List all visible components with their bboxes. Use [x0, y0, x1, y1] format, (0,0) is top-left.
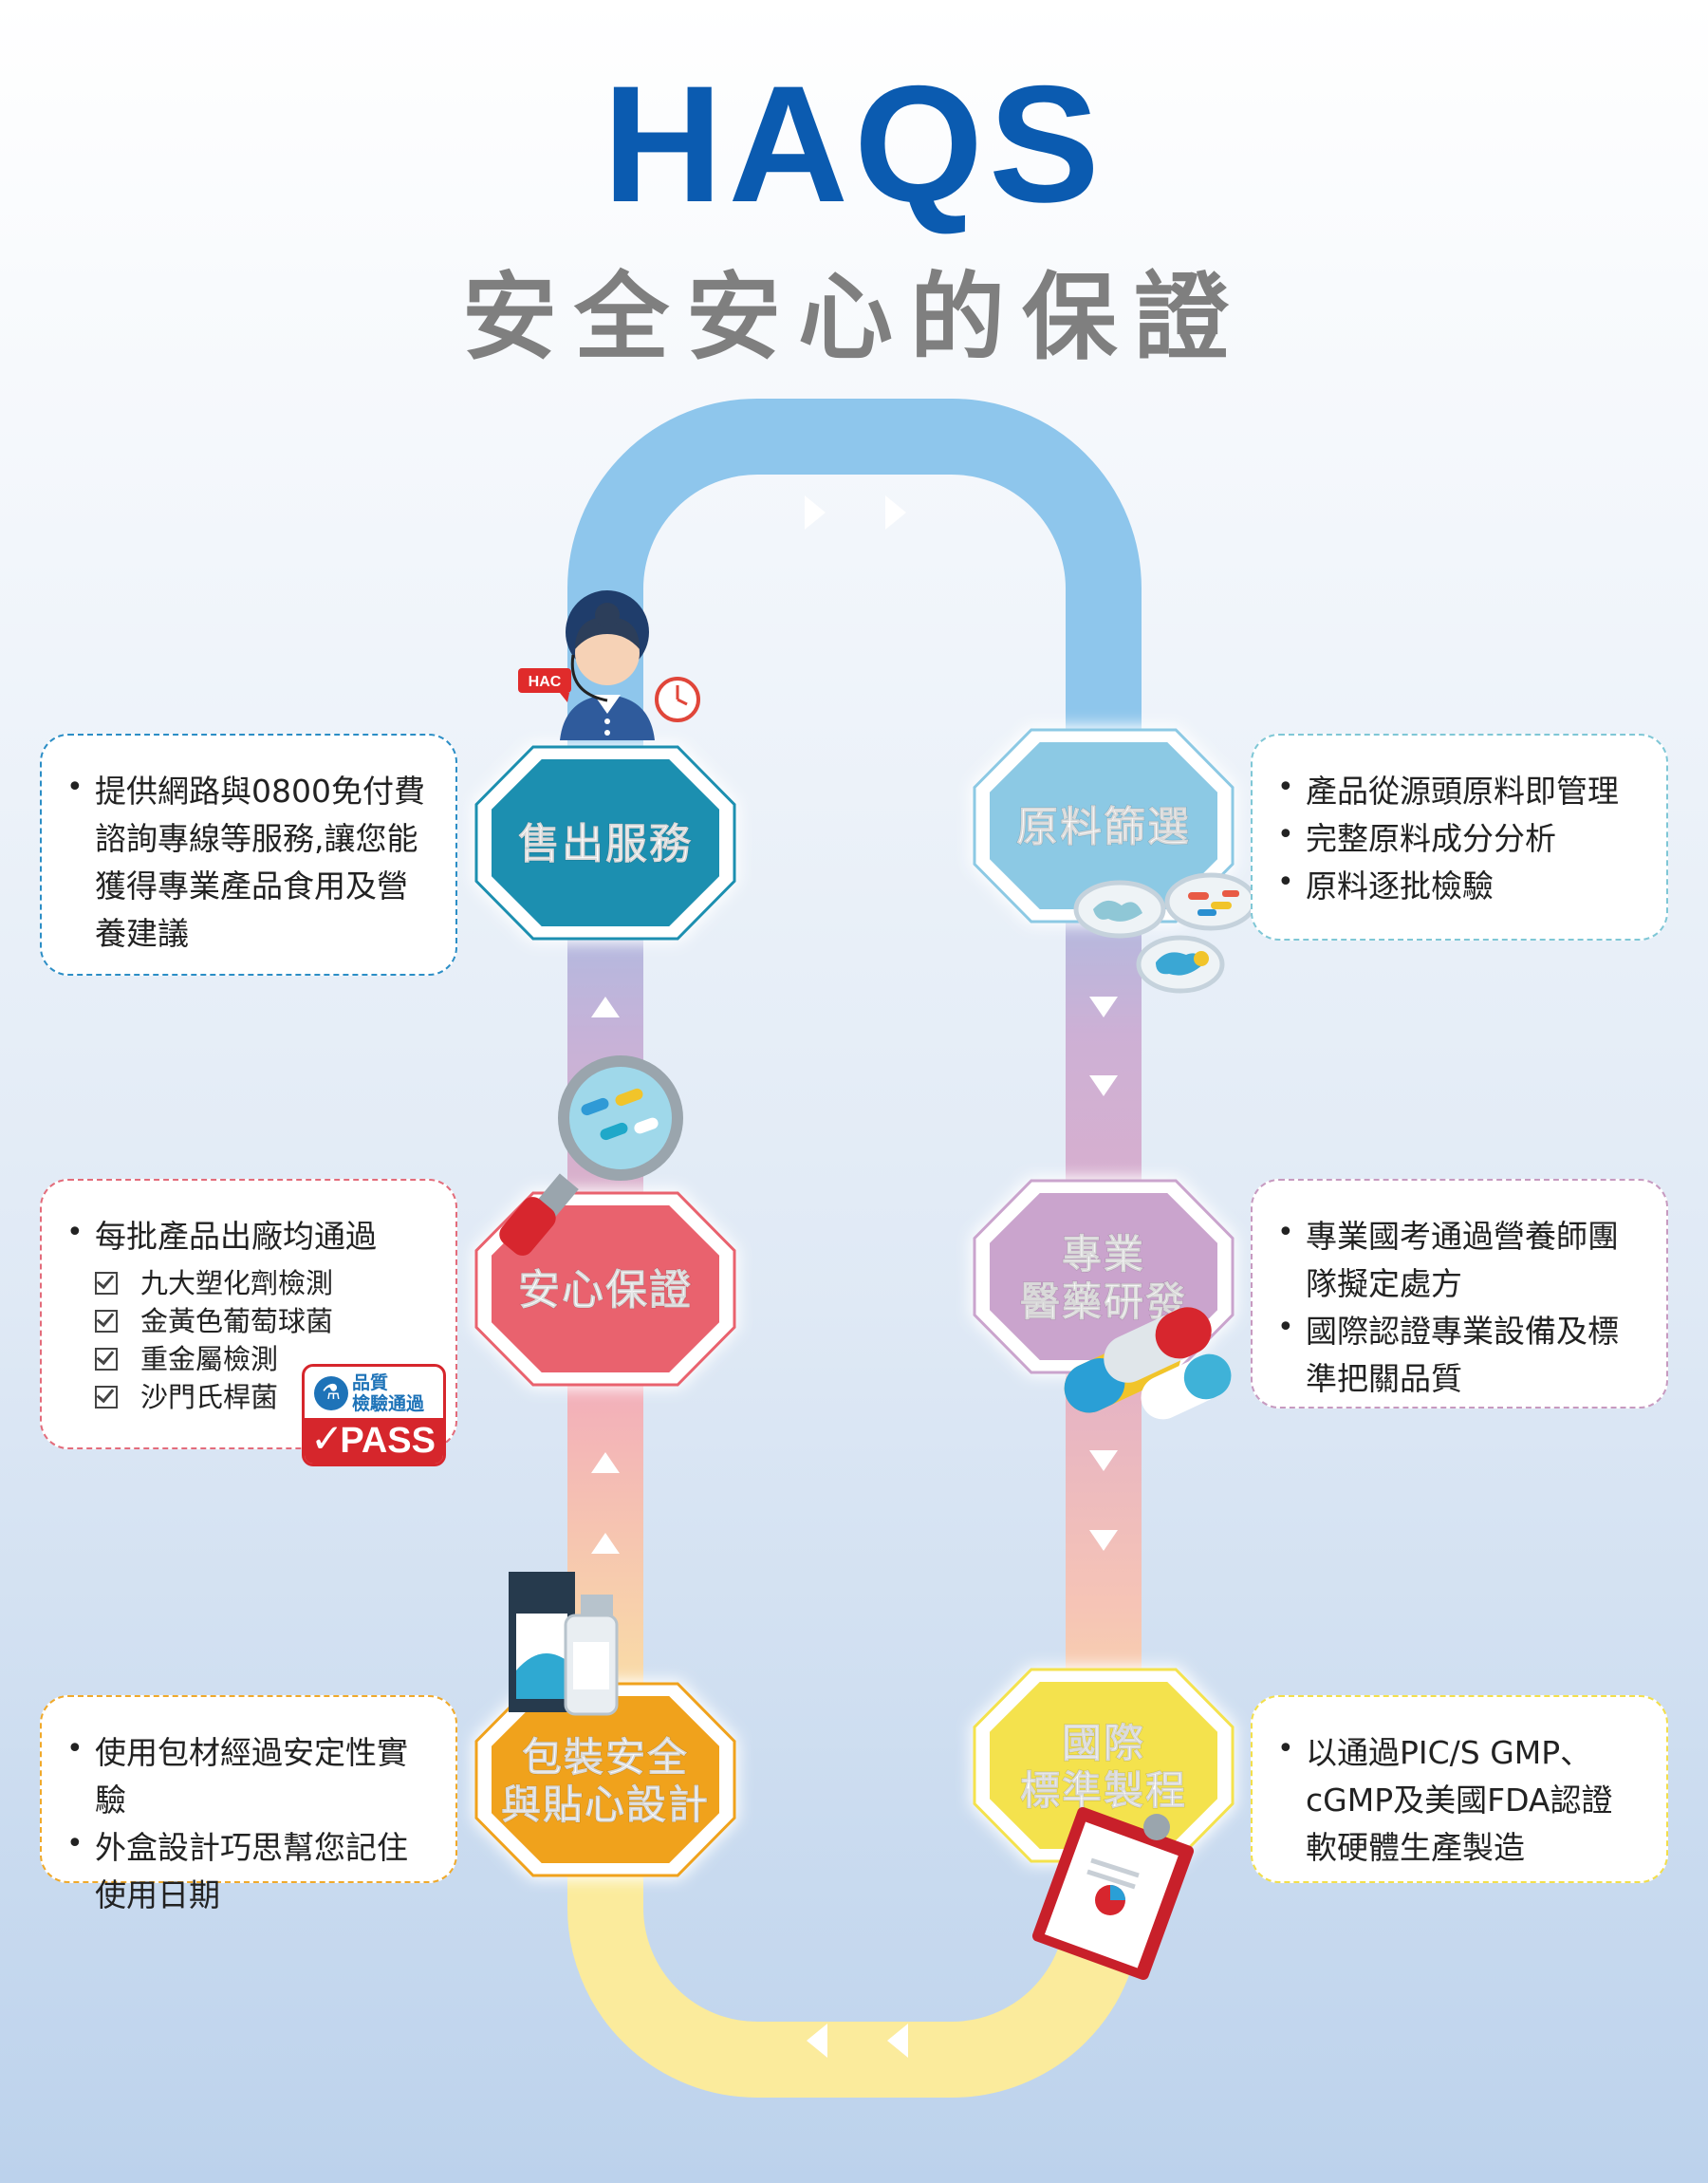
arrow-up-icon: [591, 1452, 620, 1473]
magnifier-icon: [499, 1055, 683, 1256]
clock-icon: [655, 677, 700, 722]
checkbox-checked-icon: [95, 1386, 118, 1409]
step-octagon: [990, 742, 1217, 909]
checklist: 九大塑化劑檢測 金黃色葡萄球菌 重金屬檢測 沙門氏桿菌: [80, 1264, 429, 1416]
bullet-list: 專業國考通過營養師團隊擬定處方國際認證專業設備及標準把關品質: [1277, 1209, 1640, 1403]
clipboard-report-icon: [1031, 1806, 1195, 1981]
bullet-list: 產品從源頭原料即管理完整原料成分分析原料逐批檢驗: [1277, 764, 1640, 910]
step-label: 安心保證: [518, 1266, 693, 1315]
checkbox-checked-icon: [95, 1348, 118, 1371]
bullet-item: 提供網路與0800免付費諮詢專線等服務,讓您能獲得專業產品食用及營養建議: [66, 764, 429, 958]
hac-bubble-text: HAC: [529, 674, 562, 690]
arrow-down-icon: [1089, 1530, 1118, 1551]
step-label: 與貼心設計: [501, 1782, 710, 1828]
hac-speech-bubble: [518, 668, 571, 702]
info-box-gmp: 以通過PIC/S GMP、cGMP及美國FDA認證軟硬體生產製造: [1251, 1695, 1668, 1883]
bullet-item: 產品從源頭原料即管理: [1277, 764, 1640, 815]
arrow-up-icon: [591, 1533, 620, 1554]
checkbox-checked-icon: [95, 1310, 118, 1333]
step-octagon: [492, 759, 719, 926]
step-octagon: [492, 1696, 719, 1863]
bullet-list: 以通過PIC/S GMP、cGMP及美國FDA認證軟硬體生產製造: [1277, 1726, 1640, 1872]
arrow-up-icon: [591, 997, 620, 1017]
customer-service-agent-icon: [560, 590, 655, 740]
bullet-list: 提供網路與0800免付費諮詢專線等服務,讓您能獲得專業產品食用及營養建議: [66, 764, 429, 958]
info-box-rd: 專業國考通過營養師團隊擬定處方國際認證專業設備及標準把關品質: [1251, 1179, 1668, 1409]
loop-top-arc: [567, 399, 1142, 759]
bullet-list: 每批產品出廠均通過: [66, 1209, 429, 1260]
pass-badge-line1: 品質: [352, 1372, 389, 1393]
step-label: 專業: [1062, 1231, 1145, 1278]
arrow-down-icon: [1089, 997, 1118, 1017]
step-label: 售出服務: [518, 820, 693, 868]
bullet-item: 國際認證專業設備及標準把關品質: [1277, 1304, 1640, 1403]
info-box-packaging: 使用包材經過安定性實驗外盒設計巧思幫您記住使用日期: [40, 1695, 457, 1913]
checklist-item: 沙門氏桿菌: [95, 1378, 429, 1416]
step-label: 標準製程: [1020, 1767, 1187, 1814]
bullet-item: 每批產品出廠均通過: [66, 1209, 429, 1260]
bullet-item: 完整原料成分分析: [1277, 812, 1640, 863]
bullet-item: 以通過PIC/S GMP、cGMP及美國FDA認證軟硬體生產製造: [1277, 1726, 1640, 1872]
bullet-item: 外盒設計巧思幫您記住使用日期: [66, 1820, 429, 1919]
step-octagon: [492, 1205, 719, 1372]
checklist-item: 九大塑化劑檢測: [95, 1264, 429, 1302]
arrow-right-icon: [885, 495, 906, 530]
step-label: 原料篩選: [1016, 803, 1191, 851]
quality-pass-badge: ⚗ 品質 檢驗通過 PASS ✓: [302, 1364, 446, 1466]
step-label: 醫藥研發: [1020, 1278, 1187, 1325]
arrow-left-icon: [887, 2024, 908, 2058]
info-box-raw-material: 產品從源頭原料即管理完整原料成分分析原料逐批檢驗: [1251, 734, 1668, 941]
arrow-right-icon: [805, 495, 826, 530]
arrow-down-icon: [1089, 1450, 1118, 1471]
process-step-raw: 原料篩選: [971, 726, 1236, 925]
page-subtitle: 安全安心的保證: [462, 262, 1246, 373]
step-octagon: [990, 1682, 1217, 1849]
checkbox-checked-icon: [95, 1272, 118, 1295]
pass-badge-word: PASS: [340, 1421, 436, 1461]
loop-bottom-arc: [567, 1879, 1142, 2098]
process-step-sales: 售出服務: [473, 743, 738, 942]
arrow-down-icon: [1089, 1075, 1118, 1096]
petri-dish-icon: [1073, 872, 1257, 994]
bullet-item: 原料逐批檢驗: [1277, 859, 1640, 910]
microscope-icon: ⚗: [314, 1376, 348, 1410]
step-label: 國際: [1062, 1720, 1145, 1766]
step-label: 包裝安全: [522, 1734, 689, 1781]
info-box-sales-service: 提供網路與0800免付費諮詢專線等服務,讓您能獲得專業產品食用及營養建議: [40, 734, 457, 976]
flow-arrows: [591, 495, 1118, 2058]
product-box-icon: [509, 1572, 619, 1716]
checkmark-icon: ✓: [310, 1415, 344, 1462]
bullet-list: 使用包材經過安定性實驗外盒設計巧思幫您記住使用日期: [66, 1726, 429, 1919]
bullet-item: 專業國考通過營養師團隊擬定處方: [1277, 1209, 1640, 1308]
page-title: HAQS: [603, 52, 1105, 237]
capsules-icon: [1064, 1307, 1232, 1420]
arrow-left-icon: [807, 2024, 827, 2058]
checklist-item: 金黃色葡萄球菌: [95, 1302, 429, 1340]
bullet-item: 使用包材經過安定性實驗: [66, 1726, 429, 1824]
pass-badge-line2: 檢驗通過: [352, 1393, 425, 1414]
checklist-item: 重金屬檢測: [95, 1340, 429, 1378]
